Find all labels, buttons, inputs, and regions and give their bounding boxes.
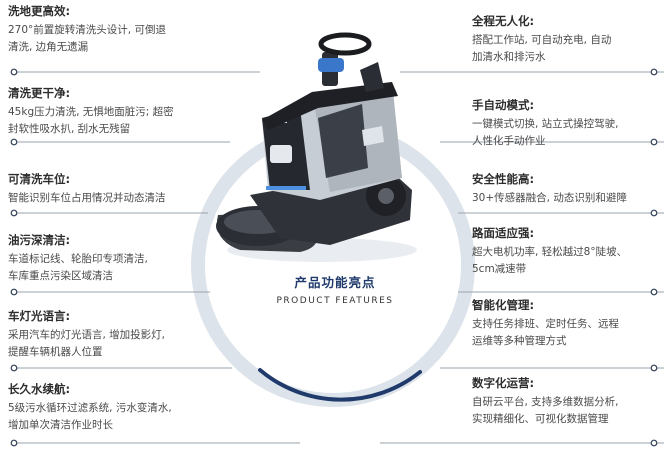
feature-desc-line: 智能识别车位占用情况并动态清洁 [8,192,166,204]
feature-desc-line: 自研云平台, 支持多维数据分析, [472,396,619,408]
feature-desc-line: 实现精细化、可视化数据管理 [472,412,609,425]
feature-right-6: 数字化运营: 自研云平台, 支持多维数据分析, 实现精细化、可视化数据管理 [472,376,619,427]
feature-title: 可清洗车位: [8,172,71,186]
feature-desc-line: 提醒车辆机器人位置 [8,345,103,358]
feature-left-4: 油污深清洁: 车道标记线、轮胎印专项清洁, 车库重点污染区域清洁 [8,233,148,284]
feature-right-2: 手自动模式: 一键模式切换, 站立式操控驾驶, 人性化手动作业 [472,98,619,149]
feature-right-1: 全程无人化: 搭配工作站, 可自动充电, 自动 加清水和排污水 [472,14,611,65]
feature-title: 长久水续航: [8,382,71,396]
feature-desc-line: 加清水和排污水 [472,50,546,63]
feature-desc-line: 5cm减速带 [472,262,527,275]
accent-arc [258,368,422,402]
feature-desc-line: 45kg压力清洗, 无惧地面脏污; 超密 [8,106,174,118]
feature-desc-line: 增加单次清洁作业时长 [8,418,113,431]
feature-title: 油污深清洁: [8,233,71,247]
feature-desc-line: 支持任务排班、定时任务、远程 [472,318,619,330]
feature-title: 全程无人化: [472,14,535,28]
feature-desc-line: 采用汽车的灯光语言, 增加投影灯, [8,329,166,341]
feature-desc-line: 清洗, 边角无遗漏 [8,40,89,53]
feature-title: 安全性能高: [472,172,535,186]
center-label: 产品功能亮点 PRODUCT FEATURES [255,272,415,306]
feature-desc-line: 人性化手动作业 [472,134,546,147]
feature-desc-line: 车道标记线、轮胎印专项清洁, [8,253,148,265]
center-title-en: PRODUCT FEATURES [276,296,394,306]
feature-title: 洗地更高效: [8,4,71,18]
cleaning-robot-illustration [216,32,417,262]
feature-desc-line: 封软性吸水扒, 刮水无残留 [8,122,131,135]
feature-title: 路面适应强: [472,226,535,240]
feature-desc-line: 270°前置旋转清洗头设计, 可倒退 [8,24,166,36]
feature-desc-line: 搭配工作站, 可自动充电, 自动 [472,34,612,46]
feature-desc-line: 超大电机功率, 轻松越过8°陡坡、 [472,246,628,258]
feature-left-1: 洗地更高效: 270°前置旋转清洗头设计, 可倒退 清洗, 边角无遗漏 [8,4,166,55]
center-title-cn: 产品功能亮点 [294,275,376,290]
feature-title: 手自动模式: [472,98,535,112]
connector-dots [10,68,658,447]
feature-right-4: 路面适应强: 超大电机功率, 轻松越过8°陡坡、 5cm减速带 [472,226,627,277]
feature-left-2: 清洗更干净: 45kg压力清洗, 无惧地面脏污; 超密 封软性吸水扒, 刮水无残… [8,86,174,137]
feature-title: 车灯光语言: [8,309,71,323]
feature-title: 数字化运营: [472,376,535,390]
right-connectors [380,71,664,444]
feature-left-3: 可清洗车位: 智能识别车位占用情况并动态清洁 [8,172,166,207]
feature-desc-line: 运维等多种管理方式 [472,334,567,347]
feature-desc-line: 一键模式切换, 站立式操控驾驶, [472,118,619,130]
feature-desc-line: 5级污水循环过滤系统, 污水变清水, [8,402,172,414]
feature-title: 清洗更干净: [8,86,71,100]
feature-left-6: 长久水续航: 5级污水循环过滤系统, 污水变清水, 增加单次清洁作业时长 [8,382,172,433]
feature-title: 智能化管理: [472,298,535,312]
left-connectors [14,71,300,444]
feature-right-5: 智能化管理: 支持任务排班、定时任务、远程 运维等多种管理方式 [472,298,619,349]
feature-right-3: 安全性能高: 30+传感器融合, 动态识别和避障 [472,172,627,207]
feature-left-5: 车灯光语言: 采用汽车的灯光语言, 增加投影灯, 提醒车辆机器人位置 [8,309,165,360]
feature-desc-line: 车库重点污染区域清洁 [8,269,113,282]
feature-desc-line: 30+传感器融合, 动态识别和避障 [472,192,627,204]
